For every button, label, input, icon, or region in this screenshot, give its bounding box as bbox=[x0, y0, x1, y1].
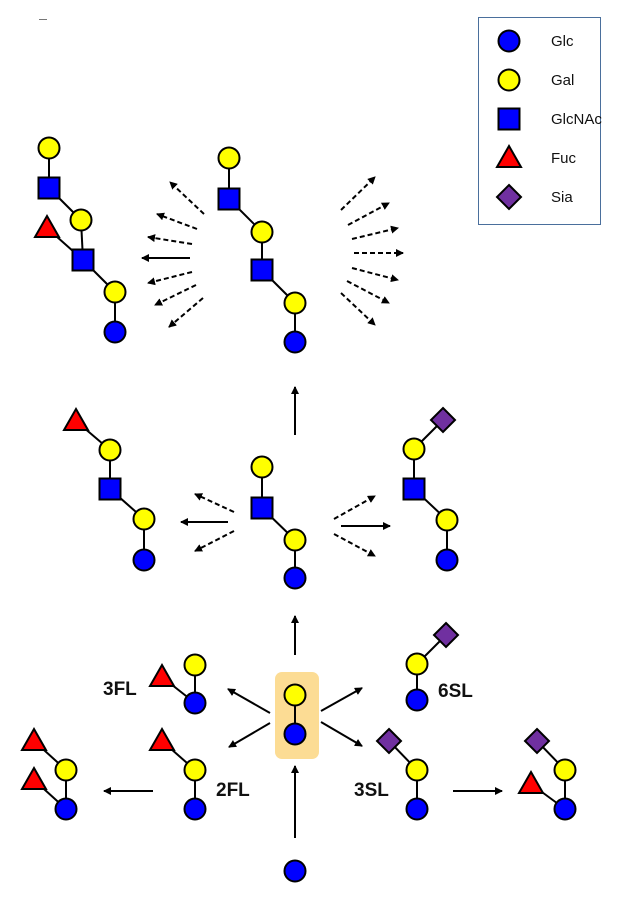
label-3sl: 3SL bbox=[354, 780, 389, 801]
glcnac-square-icon bbox=[98, 477, 122, 501]
dashed-arrow bbox=[169, 181, 205, 215]
glcnac-square-icon bbox=[217, 187, 241, 211]
glcnac-square-icon bbox=[402, 477, 426, 501]
legend-label-glcnac: GlcNAc bbox=[551, 111, 602, 128]
sia-diamond-icon bbox=[495, 183, 523, 211]
dashed-arrow bbox=[351, 267, 399, 283]
fuc-triangle-icon bbox=[495, 143, 523, 168]
fuc-triangle-icon bbox=[20, 765, 48, 790]
gal-circle-icon bbox=[37, 136, 61, 160]
gal-circle-icon bbox=[283, 683, 307, 707]
glc-circle-icon bbox=[183, 691, 207, 715]
dashed-arrow bbox=[194, 530, 235, 552]
dashed-arrow bbox=[347, 202, 390, 226]
gal-circle-icon bbox=[132, 507, 156, 531]
legend-label-sia: Sia bbox=[551, 189, 573, 206]
sia-diamond-icon bbox=[432, 621, 460, 649]
glc-circle-icon bbox=[405, 688, 429, 712]
dashed-arrow bbox=[194, 493, 235, 513]
gal-circle-icon bbox=[250, 220, 274, 244]
sia-diamond-icon bbox=[523, 727, 551, 755]
dashed-arrow bbox=[346, 280, 390, 304]
gal-circle-icon bbox=[217, 146, 241, 170]
glc-circle-icon bbox=[183, 797, 207, 821]
glcnac-square-icon bbox=[250, 496, 274, 520]
solid-arrow bbox=[320, 687, 363, 712]
legend-label-fuc: Fuc bbox=[551, 150, 577, 167]
solid-arrow bbox=[227, 688, 271, 714]
dashed-arrow bbox=[147, 271, 193, 286]
glc-circle-icon bbox=[553, 797, 577, 821]
dashed-arrow bbox=[168, 297, 204, 328]
solid-arrow bbox=[320, 721, 363, 747]
fuc-triangle-icon bbox=[20, 726, 48, 751]
glc-circle-icon bbox=[132, 548, 156, 572]
dashed-arrow bbox=[147, 234, 193, 245]
fuc-triangle-icon bbox=[517, 769, 545, 794]
gal-circle-icon bbox=[402, 437, 426, 461]
glcnac-square-icon bbox=[71, 248, 95, 272]
sia-diamond-icon bbox=[375, 727, 403, 755]
glcnac-square-icon bbox=[497, 107, 521, 131]
arrows-layer bbox=[103, 176, 503, 838]
dashed-arrow bbox=[154, 284, 197, 306]
gal-circle-icon bbox=[497, 68, 521, 92]
label-6sl: 6SL bbox=[438, 681, 473, 702]
glc-circle-icon bbox=[405, 797, 429, 821]
residues-layer bbox=[20, 29, 577, 883]
gal-circle-icon bbox=[54, 758, 78, 782]
gal-circle-icon bbox=[183, 653, 207, 677]
dashed-arrow bbox=[156, 212, 198, 230]
gal-circle-icon bbox=[405, 652, 429, 676]
dashed-arrow bbox=[333, 495, 376, 520]
glc-circle-icon bbox=[283, 330, 307, 354]
fuc-triangle-icon bbox=[62, 406, 90, 431]
glc-circle-icon bbox=[54, 797, 78, 821]
glc-circle-icon bbox=[283, 566, 307, 590]
solid-arrow bbox=[228, 722, 271, 748]
fuc-triangle-icon bbox=[33, 213, 61, 238]
gal-circle-icon bbox=[69, 208, 93, 232]
gal-circle-icon bbox=[553, 758, 577, 782]
gal-circle-icon bbox=[103, 280, 127, 304]
label-3fl: 3FL bbox=[103, 679, 137, 700]
glc-circle-icon bbox=[283, 859, 307, 883]
label-2fl: 2FL bbox=[216, 780, 250, 801]
fuc-triangle-icon bbox=[148, 662, 176, 687]
glc-circle-icon bbox=[435, 548, 459, 572]
dashed-arrow bbox=[351, 225, 399, 240]
legend-label-gal: Gal bbox=[551, 72, 575, 89]
gal-circle-icon bbox=[405, 758, 429, 782]
glc-circle-icon bbox=[103, 320, 127, 344]
gal-circle-icon bbox=[283, 291, 307, 315]
sia-diamond-icon bbox=[429, 406, 457, 434]
glc-circle-icon bbox=[283, 722, 307, 746]
gal-circle-icon bbox=[183, 758, 207, 782]
glcnac-square-icon bbox=[250, 258, 274, 282]
stray-mark bbox=[39, 19, 47, 20]
dashed-arrow bbox=[340, 176, 376, 211]
gal-circle-icon bbox=[283, 528, 307, 552]
fuc-triangle-icon bbox=[148, 726, 176, 751]
gal-circle-icon bbox=[435, 508, 459, 532]
gal-circle-icon bbox=[250, 455, 274, 479]
glc-circle-icon bbox=[497, 29, 521, 53]
dashed-arrow bbox=[333, 533, 376, 557]
gal-circle-icon bbox=[98, 438, 122, 462]
dashed-arrow bbox=[340, 292, 376, 326]
legend-label-glc: Glc bbox=[551, 33, 574, 50]
glcnac-square-icon bbox=[37, 176, 61, 200]
